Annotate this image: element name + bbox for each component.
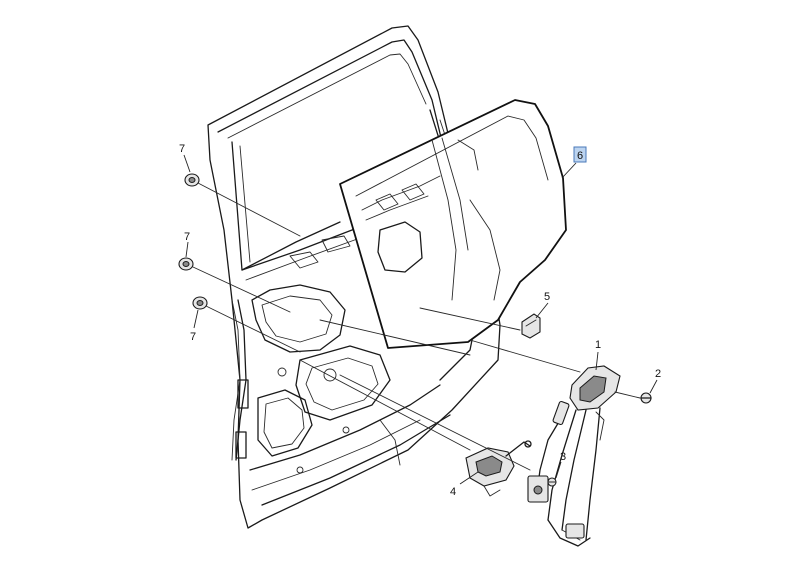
callout-number: 3 — [560, 451, 566, 463]
screw[interactable] — [547, 477, 557, 487]
callout-5[interactable]: 5 — [544, 291, 550, 303]
callout-number: 7 — [190, 331, 196, 343]
callout-number: 4 — [450, 486, 456, 498]
callout-number: 7 — [179, 143, 185, 155]
bolt[interactable] — [640, 392, 652, 404]
callout-7-middle[interactable]: 7 — [184, 231, 190, 243]
glass-clip[interactable] — [521, 313, 541, 339]
grommet-bottom[interactable] — [192, 296, 208, 310]
window-regulator[interactable] — [527, 365, 621, 547]
callout-4[interactable]: 4 — [450, 486, 456, 498]
callout-2[interactable]: 2 — [655, 368, 661, 380]
callout-7-bottom[interactable]: 7 — [190, 331, 196, 343]
callout-number: 6 — [577, 150, 583, 162]
callout-7-top[interactable]: 7 — [179, 143, 185, 155]
callout-3[interactable]: 3 — [560, 451, 566, 463]
projection-lines — [192, 182, 641, 471]
window-glass[interactable] — [339, 99, 567, 349]
callout-number: 5 — [544, 291, 550, 303]
callout-number: 2 — [655, 368, 661, 380]
regulator-motor[interactable] — [465, 440, 532, 497]
callout-number: 7 — [184, 231, 190, 243]
grommet-middle[interactable] — [178, 257, 194, 271]
callout-1[interactable]: 1 — [595, 339, 601, 351]
callout-highlight — [573, 146, 587, 163]
callout-6[interactable]: 6 — [573, 146, 587, 163]
grommet-top[interactable] — [184, 173, 200, 187]
leader-lines — [183, 154, 658, 485]
callout-number: 1 — [595, 339, 601, 351]
